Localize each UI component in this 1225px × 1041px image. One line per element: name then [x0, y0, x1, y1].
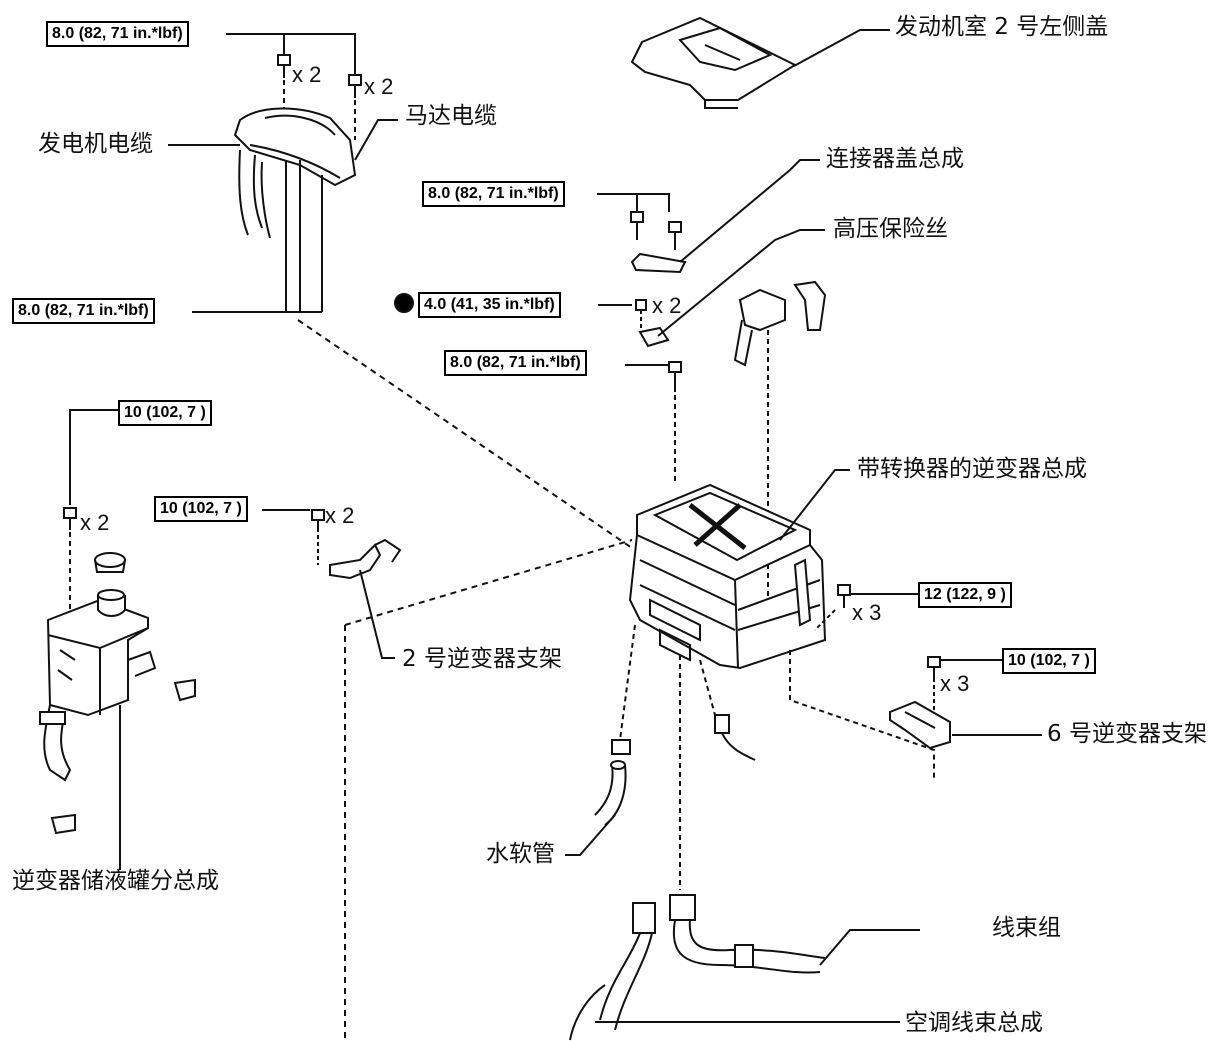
clamp-part-2: [173, 678, 196, 702]
clamp-part-1: [611, 739, 631, 755]
torque-box-6: 10 (102, 7 ): [118, 400, 212, 426]
torque-box-9: 10 (102, 7 ): [1002, 648, 1096, 674]
torque-box-4: 4.0 (41, 35 in.*lbf): [418, 292, 561, 318]
label-connector-cover: 连接器盖总成: [826, 146, 964, 172]
torque-box-3: 8.0 (82, 71 in.*lbf): [422, 181, 565, 207]
water-hose-part: [594, 760, 627, 826]
cable-assembly-part: [233, 107, 357, 239]
qty-mark-6: x 3: [852, 600, 882, 625]
torque-box-8: 12 (122, 9 ): [918, 582, 1012, 608]
bolt-icon-5: [668, 361, 682, 392]
fuse-holder-part: [733, 280, 827, 367]
bracket-2-part: [329, 538, 402, 580]
bolt-icon-9: [311, 509, 325, 532]
label-generator-cable: 发电机电缆: [38, 131, 153, 157]
bolt-icon-1: [277, 54, 291, 78]
label-ac-harness: 空调线束总成: [905, 1010, 1043, 1036]
clamp-part-3: [50, 813, 76, 835]
qty-mark-4: x 2: [80, 510, 110, 535]
qty-mark-7: x 3: [940, 671, 970, 696]
wire-harness-part: [569, 894, 826, 1041]
label-engine-cover: 发动机室 2 号左侧盖: [895, 14, 1109, 40]
label-wire-harness: 线束组: [992, 915, 1061, 941]
label-motor-cable: 马达电缆: [405, 103, 497, 129]
reservoir-part: [39, 589, 157, 782]
qty-mark-1: x 2: [292, 62, 322, 87]
bolt-icon-2: [348, 74, 362, 98]
engine-cover-part: [630, 16, 798, 109]
bolt-icon-3: [630, 211, 644, 240]
label-hv-fuse: 高压保险丝: [833, 216, 948, 242]
label-bracket-6: 6 号逆变器支架: [1047, 721, 1207, 747]
nut-icon: [635, 299, 647, 311]
bolt-icon-8: [63, 507, 77, 530]
label-bracket-2: 2 号逆变器支架: [402, 646, 562, 672]
reservoir-cap-part: [94, 552, 126, 573]
bolt-icon-4: [668, 221, 682, 250]
bracket-6-part: [889, 700, 951, 750]
label-reservoir: 逆变器储液罐分总成: [12, 868, 219, 894]
torque-box-2: 8.0 (82, 71 in.*lbf): [12, 298, 155, 324]
replace-marker-icon: [394, 293, 414, 313]
qty-mark-3: x 2: [652, 293, 682, 318]
bolt-icon-6: [837, 584, 851, 608]
bolt-icon-7: [927, 656, 941, 682]
inverter-part: [628, 483, 827, 670]
torque-box-7: 10 (102, 7 ): [154, 496, 248, 522]
qty-mark-2: x 2: [364, 74, 394, 99]
torque-box-5: 8.0 (82, 71 in.*lbf): [444, 350, 587, 376]
label-water-hose: 水软管: [486, 841, 555, 867]
torque-box-1: 8.0 (82, 71 in.*lbf): [46, 21, 189, 47]
label-inverter-assy: 带转换器的逆变器总成: [857, 456, 1087, 482]
qty-mark-5: x 2: [325, 503, 355, 528]
connector-cover-part: [630, 252, 687, 274]
connector-plug-part: [714, 714, 756, 761]
